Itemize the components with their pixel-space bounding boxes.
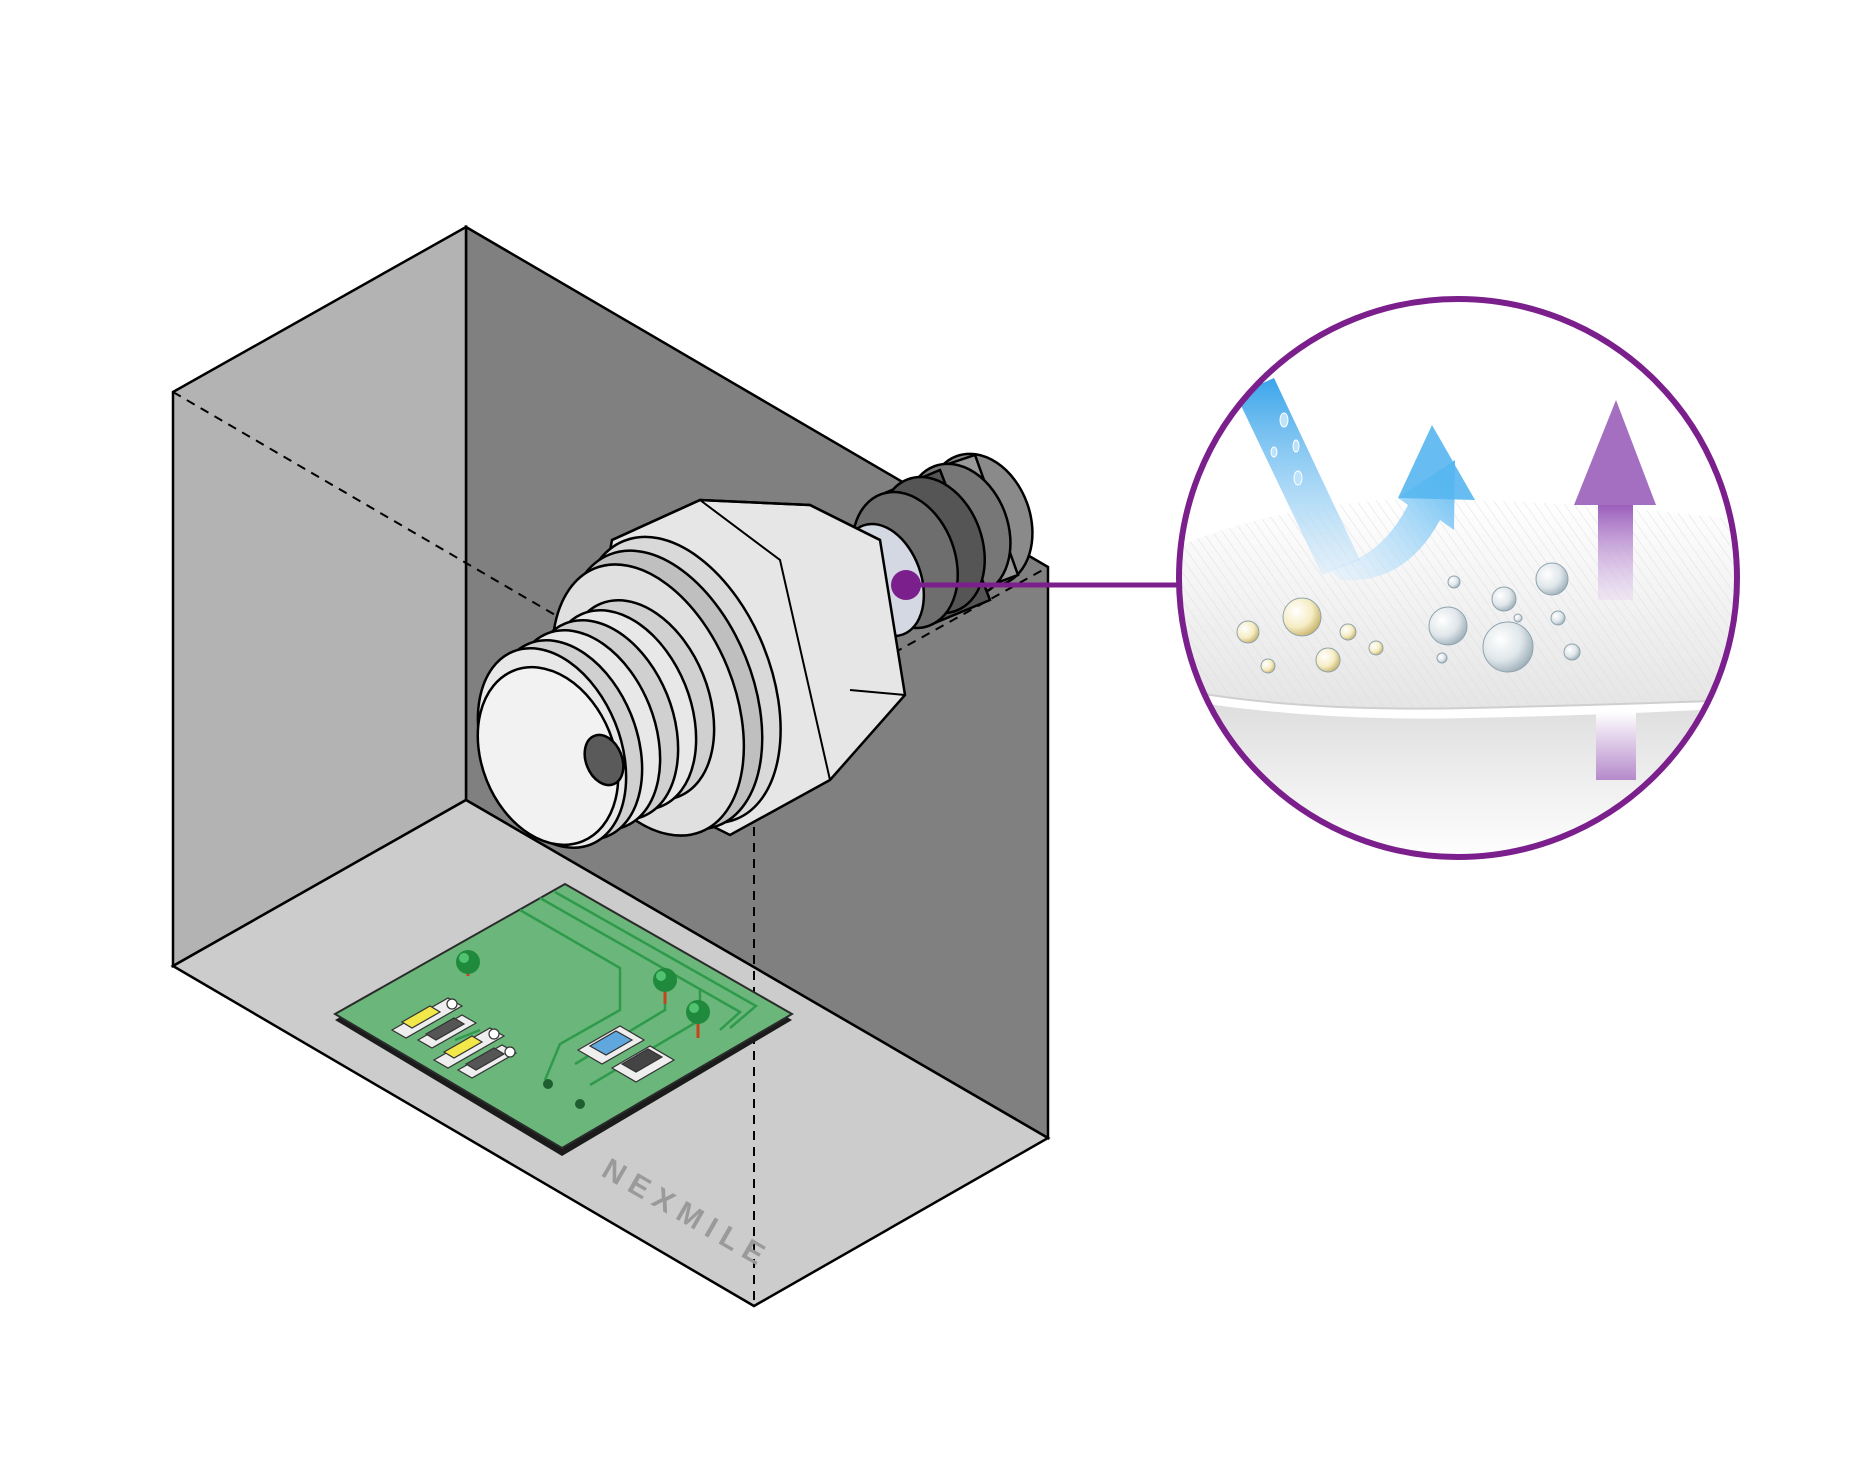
water-droplet-icon [1270, 446, 1278, 458]
pcb-board-surface [333, 882, 794, 1150]
pcb-led [653, 968, 677, 1004]
pcb-via [543, 1079, 553, 1089]
water-repel-arrow-icon [1236, 378, 1475, 581]
membrane-droplets [1236, 562, 1581, 674]
vent-bore [583, 733, 625, 787]
pcb-components-left [390, 997, 518, 1079]
water-droplet-icon [1293, 470, 1303, 486]
pcb-via [575, 1099, 585, 1109]
pcb-led [456, 950, 480, 976]
callout-ring [1176, 296, 1740, 860]
pcb-components-right [576, 1025, 676, 1083]
pcb-board [333, 882, 794, 1156]
membrane-detail-icon [1176, 296, 1740, 860]
vapor-arrow-icon [1574, 400, 1656, 780]
hex-vent-plug-icon [476, 452, 1034, 849]
water-droplet-icon [1292, 439, 1300, 453]
water-droplet-icon [1279, 412, 1289, 428]
pcb-led [686, 1000, 710, 1038]
callout-leader [891, 570, 1180, 600]
